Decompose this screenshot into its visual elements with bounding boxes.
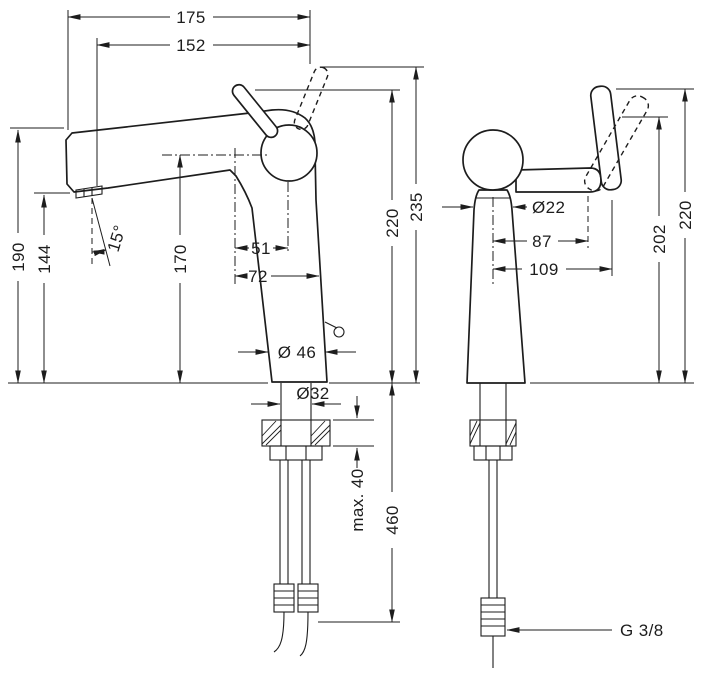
dim-label-aerator-height: 144 [35,244,54,274]
mounting-nut [269,445,323,461]
side-view-faucet [65,66,345,657]
side-knob [324,321,338,329]
dim-body-edge-offset: 72 [234,267,320,286]
dim-aerator-height: 144 [34,192,70,384]
faucet-body-outline [65,108,328,383]
dim-spout-axis-height: 170 [171,154,190,384]
dim-handle-reach: 87 [492,196,589,251]
front-view-faucet [462,85,650,668]
dim-label-handle-reach-max: 109 [529,260,559,279]
dim-label-spray-angle: 15° [104,223,130,254]
side-view: 175 152 190 144 15° [8,8,426,657]
dim-neck-diameter: Ø22 [442,198,565,217]
side-knob-tip [333,326,345,338]
faucet-body-outline-front [466,189,526,384]
dim-label-overall-height-side: 235 [407,192,426,222]
dim-label-body-height-side: 220 [383,208,402,238]
hose-tail [299,611,309,657]
dim-body-height-front: 202 [622,116,669,384]
dim-label-shank-diameter: Ø32 [296,384,329,403]
supply-hoses [273,460,319,657]
dim-hose-length: 460 [318,382,402,623]
dim-label-body-edge-offset: 72 [248,267,268,286]
thread-connector-threads [481,604,505,627]
dim-base-diameter: Ø 46 [238,343,356,362]
dim-shank-diameter: Ø32 [251,384,341,407]
dim-label-max-counter-thickness: max. 40 [348,468,367,531]
dim-spray-angle: 15° [91,197,130,267]
counter-block-front [469,419,517,447]
supply-hose-front [480,460,506,668]
dim-overall-height-front: 220 [616,88,695,384]
counter-block [261,419,331,447]
dim-connection-thread: G 3/8 [506,621,664,640]
dim-label-spout-top-height: 190 [9,242,28,272]
dim-spout-reach: 152 [96,36,311,186]
handle-paddle-dashed [583,95,650,192]
dim-label-overall-height-front: 220 [676,200,695,230]
dim-spout-top-height: 190 [9,127,64,384]
handle-lever-solid [231,83,279,139]
dim-label-neck-diameter: Ø22 [532,198,565,217]
connector-threads [274,590,318,606]
counter-hatch [261,420,331,446]
thread-connector [480,597,506,637]
mounting-hardware-front [469,383,517,461]
dim-total-width: 175 [67,8,311,130]
mounting-hardware [261,383,331,461]
dim-handle-reach-max: 109 [492,200,613,279]
dim-overall-height-side: 235 [320,66,426,384]
aerator [75,185,103,199]
dim-label-base-diameter: Ø 46 [278,343,316,362]
front-view: Ø22 87 109 202 220 [442,85,695,668]
dim-max-counter-thickness: max. 40 [333,396,374,532]
hose-tail [273,611,285,653]
dim-body-height-side: 220 [255,89,402,384]
handle-pivot [260,124,318,182]
dim-handle-pivot-offset: 51 [234,239,289,258]
dim-label-total-width: 175 [176,8,206,27]
dim-label-handle-pivot-offset: 51 [251,239,271,258]
dim-label-handle-reach: 87 [532,232,552,251]
mounting-nut-front [473,445,513,461]
handle-lever-dashed [293,66,329,131]
dim-label-body-height-front: 202 [650,224,669,254]
dim-label-connection-thread: G 3/8 [620,621,664,640]
dim-label-hose-length: 460 [383,505,402,535]
counter-hatch-front [469,420,517,446]
spout-head [462,129,524,191]
dim-label-spout-axis-height: 170 [171,244,190,274]
dim-label-spout-reach: 152 [176,36,206,55]
handle-paddle-solid [589,85,623,191]
